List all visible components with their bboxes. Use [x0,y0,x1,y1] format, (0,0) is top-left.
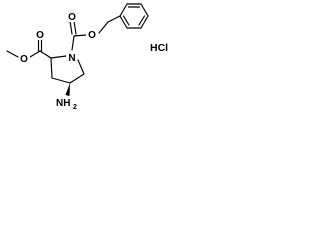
mask-ring-nitrogen [66,51,77,63]
atom-carbamate-ether-o: O [88,30,96,41]
bond-ring-6 [119,3,128,17]
bond-c3-to-c4 [51,77,71,84]
hcl-salt-label: HCl [150,42,168,54]
amine-group: NH 2 [56,98,77,111]
atom-amine-subscript: 2 [73,104,77,111]
atom-carbamate-carbonyl-o: O [68,12,76,23]
stereo-wedge-bond [65,83,70,96]
mask-ester-carbonyl-o [35,29,45,40]
atom-ring-nitrogen: N [68,53,75,64]
bond-ether-o-to-methyl [6,50,19,58]
bond-ether-o-to-carbonyl-c [73,34,87,37]
bond-ring-inner-2 [138,15,146,26]
bond-carbonyl-c-to-o-1 [69,20,73,35]
mask-carbamate-ether-o [86,28,97,40]
bond-c4-to-c5 [69,73,85,84]
chemical-structure-diagram: O O N O O NH 2 HCl [6,3,168,111]
bond-carbonyl-c-to-o-2 [73,20,77,35]
bond-ring-3 [140,15,149,29]
methyl-ester [6,38,52,59]
atom-ester-ether-o: O [20,54,28,65]
carbamate-linker [69,15,121,51]
bond-ester-c-to-ether-o [29,50,41,58]
bond-ring-2 [140,3,149,17]
bond-ring-to-ch2 [107,15,121,23]
bond-n-to-c5 [77,59,85,75]
benzene-ring [119,3,149,29]
mask-ester-ether-o [19,52,30,64]
bond-n-to-c2 [50,55,67,59]
bond-carbonyl-c-to-n [71,35,75,51]
bond-ring-inner-3 [122,15,130,26]
bond-c2-to-c3 [50,57,53,79]
atom-amine: NH [56,98,70,109]
bond-ch2-to-ether-o [98,21,109,34]
bond-ring-5 [119,15,128,29]
atom-ester-carbonyl-o: O [36,30,44,41]
mask-carbamate-carbonyl-o [67,11,77,22]
pyrrolidine-ring [50,55,85,84]
bond-c2-to-ester-c [39,50,52,59]
